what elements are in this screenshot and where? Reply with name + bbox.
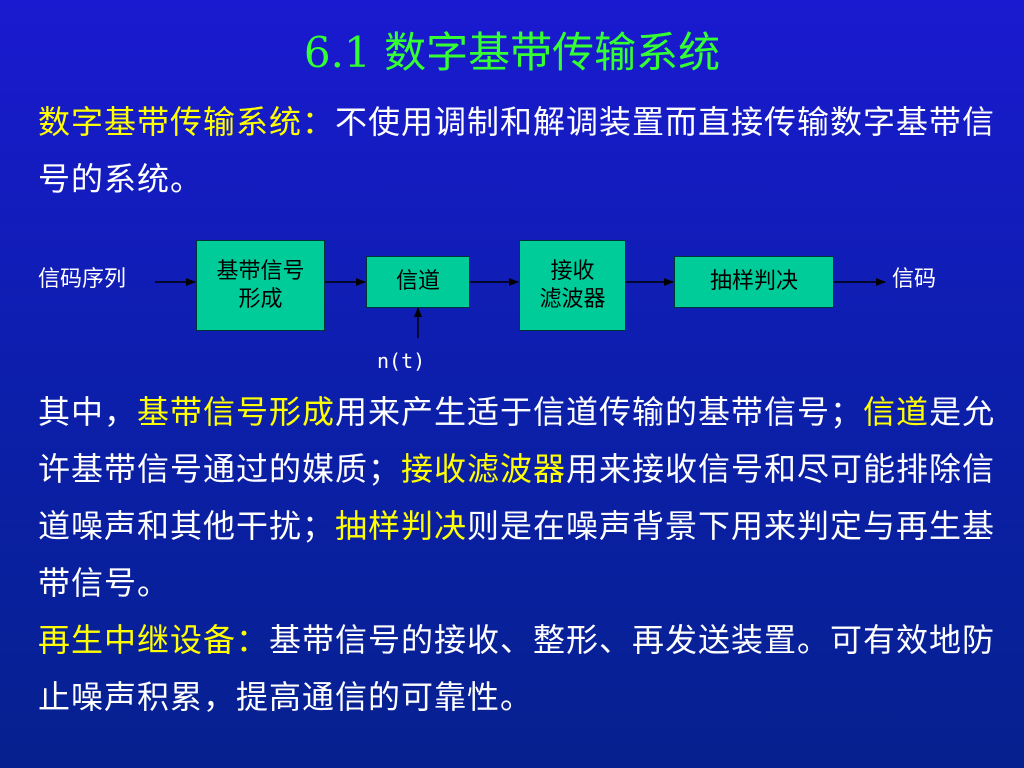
explanation-text: 其中， — [38, 393, 138, 431]
definition-text: 不使用调制和解调装置而直接传输数字基带信号的系统。 — [38, 103, 996, 198]
explanation-text: 则是在噪声背景下用来判定与再生基带信号。 — [38, 507, 996, 602]
block-label: 滤波器 — [539, 286, 606, 312]
block-receive-filter: 接收 滤波器 — [519, 240, 626, 331]
block-label: 基带信号 — [216, 258, 305, 284]
input-label: 信码序列 — [38, 267, 127, 292]
block-label: 接收 — [550, 258, 595, 284]
explanation-paragraph: 其中，基带信号形成用来产生适于信道传输的基带信号；信道是允许基带信号通过的媒质；… — [38, 384, 998, 726]
explanation-text: 用来接收信号和尽可能排除信道噪声和其他干扰； — [38, 450, 996, 545]
block-sampling-decision: 抽样判决 — [674, 256, 834, 308]
definition-term: 数字基带传输系统： — [38, 103, 336, 141]
block-baseband-shaping: 基带信号 形成 — [196, 240, 325, 331]
block-label: 形成 — [238, 286, 283, 312]
explanation-text: 用来产生适于信道传输的基带信号； — [335, 393, 864, 431]
definition-paragraph: 数字基带传输系统：不使用调制和解调装置而直接传输数字基带信号的系统。 — [38, 94, 998, 208]
block-label: 信道 — [395, 269, 440, 294]
highlight-term: 基带信号形成 — [137, 393, 336, 431]
explanation-text: 是允许基带信号通过的媒质； — [38, 393, 996, 488]
explanation-text: 基带信号的接收、整形、再发送装置。可有效地防止噪声积累，提高通信的可靠性。 — [38, 621, 996, 716]
output-label: 信码 — [892, 267, 937, 292]
highlight-term: 再生中继设备： — [38, 621, 270, 659]
slide-title: 6.1 数字基带传输系统 — [303, 28, 721, 77]
block-channel: 信道 — [366, 256, 470, 308]
highlight-term: 抽样判决 — [335, 507, 468, 545]
highlight-term: 接收滤波器 — [401, 450, 567, 488]
block-diagram: 信码序列 基带信号 形成 信道 接收 滤波器 抽样判决 信码 n(t) — [0, 230, 1024, 380]
highlight-term: 信道 — [863, 393, 930, 431]
block-label: 抽样判决 — [709, 269, 798, 294]
diagram-arrows — [155, 278, 886, 338]
noise-label: n(t) — [377, 349, 426, 373]
